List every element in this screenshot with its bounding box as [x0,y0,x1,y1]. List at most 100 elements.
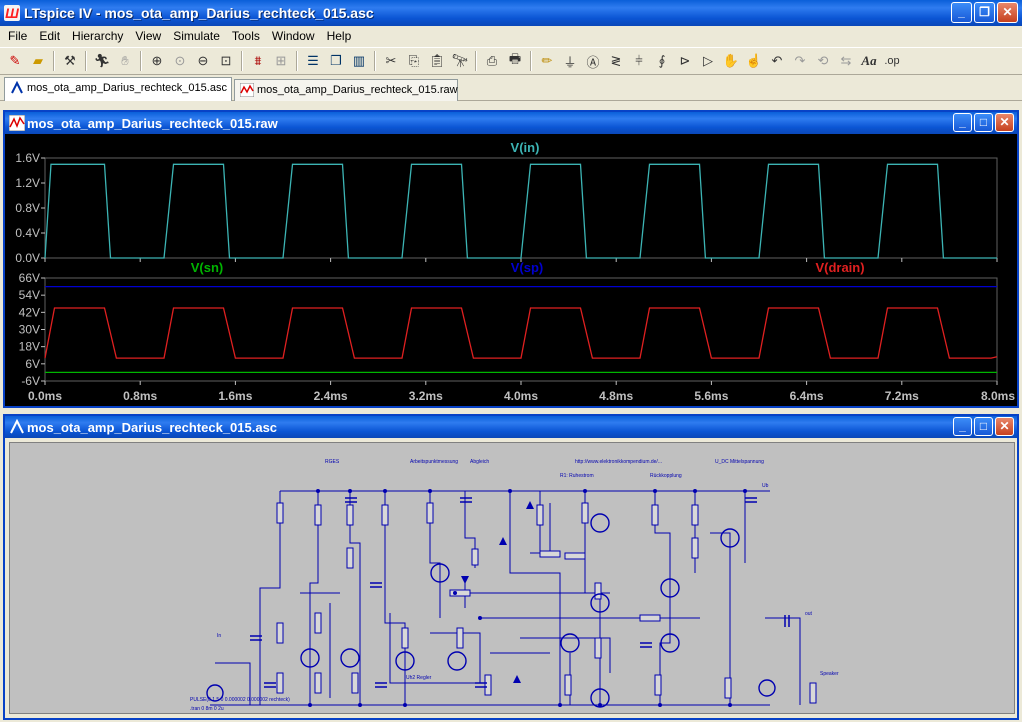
ground-icon[interactable]: ⏚ [563,54,577,70]
menu-edit[interactable]: Edit [39,29,61,43]
schem-close-button[interactable]: ✕ [995,417,1014,436]
mirror-icon[interactable]: ⇆ [840,53,852,68]
zoom-out-icon[interactable]: ⊖ [197,53,209,68]
schematic-transistors [206,513,776,708]
menu-tools[interactable]: Tools [231,29,260,43]
run-icon[interactable]: 🏃︎ [93,53,111,68]
y-tick-label: 0.4V [15,226,40,240]
spice-directive-icon[interactable]: .op [884,55,900,67]
schematic-icon [10,419,24,434]
close-button[interactable]: ✕ [997,2,1018,23]
capacitor-icon[interactable]: ⫩ [635,53,643,68]
wave-close-button[interactable]: ✕ [995,113,1014,132]
schem-label-rueckkopplung: Rückkopplung [650,473,682,479]
y-tick-label: 54V [19,288,40,302]
schematic-resistors [276,502,817,704]
schem-label-speaker: Speaker [820,671,839,677]
toolbar: ✎ ▰ ⚒ 🏃︎ ✋︎ ⊕ ⊙ ⊖ ⊡ ⩩ ⊞ ☰ ❐ ▥ ✂ ⎘ 📋︎ 🔭︎ … [0,47,1022,75]
wave-minimize-button[interactable]: _ [953,113,972,132]
waveform-icon [240,83,254,97]
cascade-icon[interactable]: ❐ [330,53,342,68]
schem-label-tran: .tran 0 8m 0 2u [190,706,224,712]
cut-icon[interactable]: ✂ [385,53,397,68]
trace-label: V(sn) [191,260,224,275]
schematic-canvas[interactable]: RGES Arbeitspunktmessung Abgleich http:/… [9,442,1015,714]
x-tick-label: 2.4ms [314,389,348,403]
text-icon[interactable]: Aa [861,53,877,68]
diode-icon[interactable]: ⊳ [679,53,691,68]
schematic-window[interactable]: mos_ota_amp_Darius_rechteck_015.asc _ □ … [3,414,1019,720]
find-icon[interactable]: 🔭︎ [451,53,469,68]
pan-icon[interactable]: ⊙ [174,53,186,68]
tab-raw-label: mos_ota_amp_Darius_rechteck_015.raw [257,84,458,96]
tab-raw[interactable]: mos_ota_amp_Darius_rechteck_015.raw [234,79,458,101]
wave-maximize-button[interactable]: □ [974,113,993,132]
schematic-wires [210,490,801,706]
app-title-bar[interactable]: Ш LTspice IV - mos_ota_amp_Darius_rechte… [0,0,1022,26]
schem-minimize-button[interactable]: _ [953,417,972,436]
schem-maximize-button[interactable]: □ [974,417,993,436]
plot-pane-0: 1.6V1.2V0.8V0.4V0.0VV(in) [15,140,998,265]
waveform-window-title: mos_ota_amp_Darius_rechteck_015.raw [27,115,278,131]
y-tick-label: 1.2V [15,176,40,190]
autorange-icon[interactable]: ⩩ [254,53,262,68]
y-tick-label: 30V [19,323,40,337]
move-icon[interactable]: ✋ [722,53,740,68]
x-tick-label: 4.8ms [599,389,633,403]
minimize-button[interactable]: _ [951,2,972,23]
trace-vdrain [44,307,998,359]
y-tick-label: 0.8V [15,201,40,215]
label-net-icon[interactable]: Ⓐ [586,54,600,70]
menu-help[interactable]: Help [326,29,352,43]
trace-label: V(sp) [511,260,544,275]
menu-file[interactable]: File [8,29,28,43]
tile-horizontal-icon[interactable]: ☰ [307,53,319,68]
restore-button[interactable]: ❐ [974,2,995,23]
halt-icon[interactable]: ✋︎ [121,53,129,68]
schem-label-udc: U_DC Mittelspannung [715,459,764,465]
copy-icon[interactable]: ⎘ [408,53,420,68]
schem-label-uh2: Uh2 Regler [406,675,432,681]
waveform-window[interactable]: mos_ota_amp_Darius_rechteck_015.raw _ □ … [3,110,1019,408]
menu-simulate[interactable]: Simulate [173,29,220,43]
tab-asc[interactable]: mos_ota_amp_Darius_rechteck_015.asc [4,77,232,101]
control-panel-icon[interactable]: ⚒ [64,53,76,68]
zoom-fit-icon[interactable]: ⊡ [220,53,232,68]
schem-label-ub: Ub [762,483,769,489]
schem-label-out: out [805,611,813,617]
drag-icon[interactable]: ☝ [745,53,763,68]
schematic-diodes [461,501,534,683]
x-tick-label: 7.2ms [885,389,919,403]
schematic-capacitors [250,497,790,688]
rotate-icon[interactable]: ⟲ [817,53,829,68]
zoom-in-icon[interactable]: ⊕ [151,53,163,68]
menu-window[interactable]: Window [271,29,315,43]
pick-visible-traces-icon[interactable]: ⊞ [275,53,287,68]
print-icon[interactable]: 🖶︎ [508,51,522,66]
redo-icon[interactable]: ↷ [794,53,806,68]
y-tick-label: 18V [19,340,40,354]
schem-label-abgleich: Abgleich [470,459,489,465]
paste-icon[interactable]: 📋︎ [428,53,446,68]
menu-bar: File Edit Hierarchy View Simulate Tools … [0,26,1022,46]
schematic-window-title: mos_ota_amp_Darius_rechteck_015.asc [27,419,278,435]
open-icon[interactable]: ▰ [33,53,43,68]
waveform-window-title-bar[interactable]: mos_ota_amp_Darius_rechteck_015.raw _ □ … [5,112,1017,134]
menu-hierarchy[interactable]: Hierarchy [72,29,124,43]
tile-vertical-icon[interactable]: ▥ [352,53,366,68]
new-schematic-icon[interactable]: ✎ [9,53,21,68]
y-tick-label: 42V [19,305,40,319]
schematic-window-title-bar[interactable]: mos_ota_amp_Darius_rechteck_015.asc _ □ … [5,416,1017,438]
waveform-plot[interactable]: 1.6V1.2V0.8V0.4V0.0VV(in)66V54V42V30V18V… [5,134,1017,406]
inductor-icon[interactable]: ∮ [658,53,666,68]
print-setup-icon[interactable]: ⎙ [486,53,498,68]
draw-wire-icon[interactable]: ✏ [541,53,553,68]
undo-icon[interactable]: ↶ [771,53,783,68]
schematic-drawing[interactable]: RGES Arbeitspunktmessung Abgleich http:/… [10,443,1014,713]
plot-frame [44,277,998,382]
component-icon[interactable]: ▷ [703,53,713,68]
resistor-icon[interactable]: ≷ [610,53,622,68]
menu-view[interactable]: View [135,29,162,43]
